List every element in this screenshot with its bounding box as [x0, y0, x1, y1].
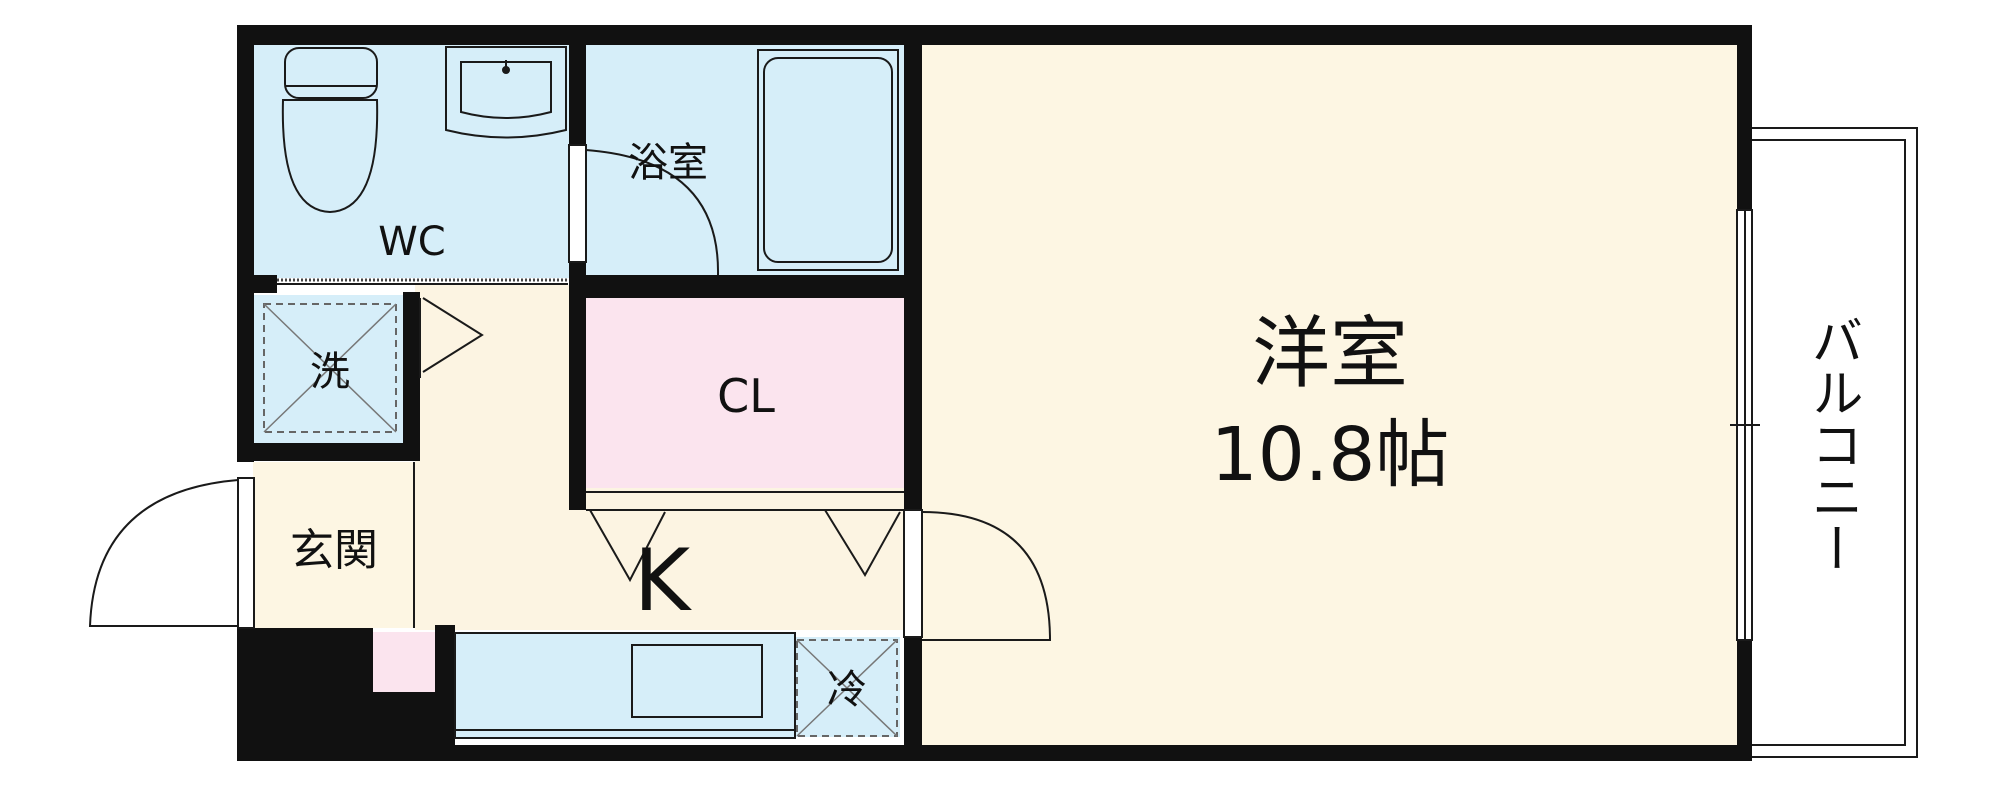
wall-right-upper [1737, 25, 1752, 210]
floor-fills [253, 45, 1738, 745]
kitchen-floor [415, 285, 570, 630]
entrance-label: 玄関 [290, 525, 378, 576]
wall-kitchen-room [904, 637, 922, 745]
wall-top [237, 25, 1752, 45]
wc-label: WC [378, 219, 445, 265]
sink-counter [454, 632, 796, 739]
closet-floor [586, 298, 904, 488]
balcony-label: バルコニー [1802, 314, 1862, 574]
wall-bath-wc [569, 45, 586, 145]
shoe-box [373, 632, 435, 692]
kitchen-label: K [634, 531, 693, 631]
wall-wc-laundry-stub [237, 275, 277, 293]
laundry-door [419, 297, 484, 378]
wall-bottom [237, 745, 1752, 761]
wall-laundry-right [403, 292, 420, 461]
sink-counter-floor [455, 633, 795, 738]
walls [237, 25, 1752, 761]
western-room-label: 洋室 [1252, 309, 1408, 399]
fridge-space [796, 639, 898, 737]
wash-basin-fixture [445, 46, 567, 139]
bathroom-label: 浴室 [628, 140, 708, 186]
kitchen-floor-south [570, 488, 905, 630]
western-room-floor [922, 45, 1738, 745]
closet-doors [586, 491, 904, 583]
laundry-pan [263, 303, 397, 433]
bathroom-door [568, 144, 720, 276]
entrance-door [88, 477, 255, 629]
toilet-fixture [281, 47, 379, 214]
balcony [1752, 127, 1918, 758]
balcony-window [1730, 209, 1760, 641]
wc-floor [253, 45, 569, 278]
bathtub-fixture [757, 49, 899, 271]
room-door [903, 509, 1052, 641]
laundry-label: 洗 [310, 349, 350, 395]
wall-bath-closet [569, 275, 922, 298]
corner-block [237, 628, 373, 761]
wall-right-lower [1737, 640, 1752, 761]
wall-closet-left [569, 298, 586, 510]
wall-left-upper [237, 25, 254, 462]
closet-label: CL [717, 369, 775, 423]
wall-stub-entrance [435, 625, 455, 761]
entrance-floor [253, 462, 413, 628]
fridge-label: 冷 [827, 667, 867, 713]
wall-laundry-bottom [237, 443, 420, 461]
western-room-size-label: 10.8帖 [1211, 412, 1450, 498]
